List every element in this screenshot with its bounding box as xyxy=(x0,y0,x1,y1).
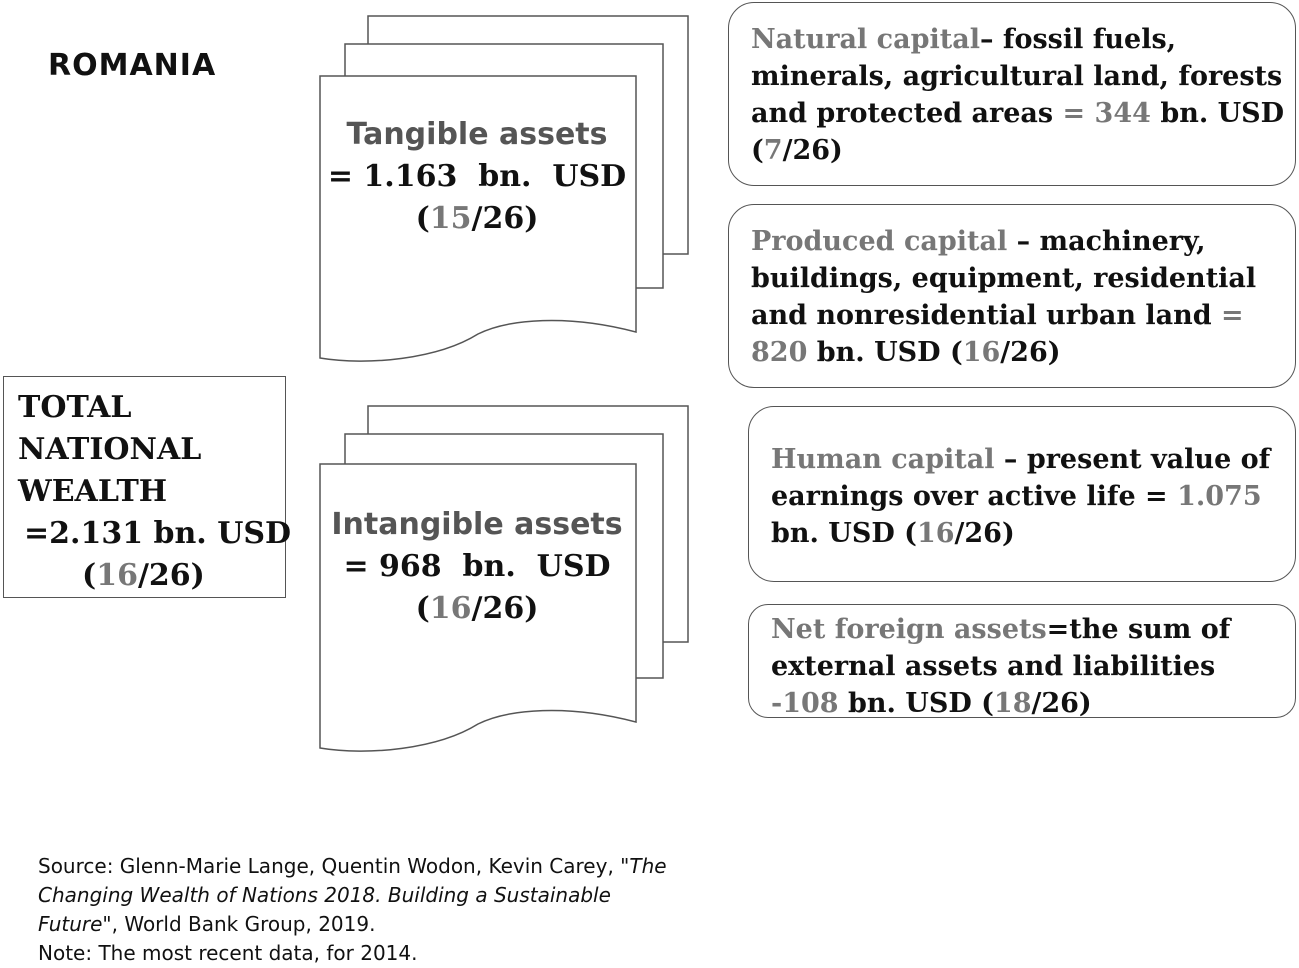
produced-capital-value: 820 xyxy=(751,337,808,368)
total-line-3: WEALTH xyxy=(18,474,168,509)
data-note: Note: The most recent data, for 2014. xyxy=(38,941,418,965)
produced-capital-label: Produced capital xyxy=(751,226,1008,257)
source-suffix: , World Bank Group, 2019. xyxy=(111,912,376,936)
produced-capital-description: – machinery, buildings, equipment, resid… xyxy=(751,226,1257,331)
intangible-assets-rank: (16/26) xyxy=(415,591,539,626)
net-foreign-assets-box: Net foreign assets=the sum of external a… xyxy=(748,604,1296,719)
tangible-assets-value: = 1.163 bn. USD xyxy=(327,159,627,194)
net-foreign-assets-value: -108 xyxy=(771,688,839,719)
tangible-assets-title: Tangible assets xyxy=(346,117,608,152)
total-line-2: NATIONAL xyxy=(18,432,202,467)
natural-capital-rank: 7 xyxy=(763,135,783,166)
produced-capital-box: Produced capital – machinery, buildings,… xyxy=(728,204,1296,388)
produced-capital-rank: 16 xyxy=(962,337,1001,368)
intangible-assets-value: = 968 bn. USD xyxy=(343,549,611,584)
tangible-assets-rank: (15/26) xyxy=(415,201,539,236)
intangible-assets-stack: Intangible assets = 968 bn. USD (16/26) xyxy=(318,404,693,764)
net-foreign-assets-description: =the sum of external assets and liabilit… xyxy=(771,614,1231,682)
human-capital-label: Human capital xyxy=(771,444,995,475)
natural-capital-value: 344 xyxy=(1085,98,1161,129)
human-capital-box: Human capital – present value of earning… xyxy=(748,406,1296,582)
natural-capital-box: Natural capital– fossil fuels, minerals,… xyxy=(728,2,1296,186)
document-stack-shape xyxy=(319,405,689,752)
document-stack-shape xyxy=(319,15,689,362)
human-capital-value: 1.075 xyxy=(1177,481,1262,512)
natural-capital-description: – fossil fuels, minerals, agricultural l… xyxy=(751,24,1283,129)
source-title: "The Changing Wealth of Nations 2018. Bu… xyxy=(38,854,667,936)
human-capital-rank: 16 xyxy=(916,518,955,549)
human-capital-description: – present value of earnings over active … xyxy=(771,444,1271,512)
total-wealth-box: TOTAL NATIONAL WEALTH =2.131 bn. USD (16… xyxy=(3,376,292,598)
source-prefix: Source: Glenn-Marie Lange, Quentin Wodon… xyxy=(38,854,621,878)
total-line-1: TOTAL xyxy=(18,390,132,425)
natural-capital-label: Natural capital xyxy=(751,24,980,55)
total-rank: (16/26) xyxy=(82,558,205,593)
source-note: Source: Glenn-Marie Lange, Quentin Wodon… xyxy=(38,852,678,968)
net-foreign-assets-label: Net foreign assets xyxy=(771,614,1047,645)
net-foreign-assets-rank: 18 xyxy=(993,688,1032,719)
tangible-assets-text: Tangible assets = 1.163 bn. USD (15/26) xyxy=(318,114,636,240)
country-title: ROMANIA xyxy=(48,48,217,83)
intangible-assets-text: Intangible assets = 968 bn. USD (16/26) xyxy=(318,504,636,630)
total-value: =2.131 bn. USD xyxy=(24,516,292,551)
intangible-assets-title: Intangible assets xyxy=(331,507,623,542)
tangible-assets-stack: Tangible assets = 1.163 bn. USD (15/26) xyxy=(318,14,693,374)
